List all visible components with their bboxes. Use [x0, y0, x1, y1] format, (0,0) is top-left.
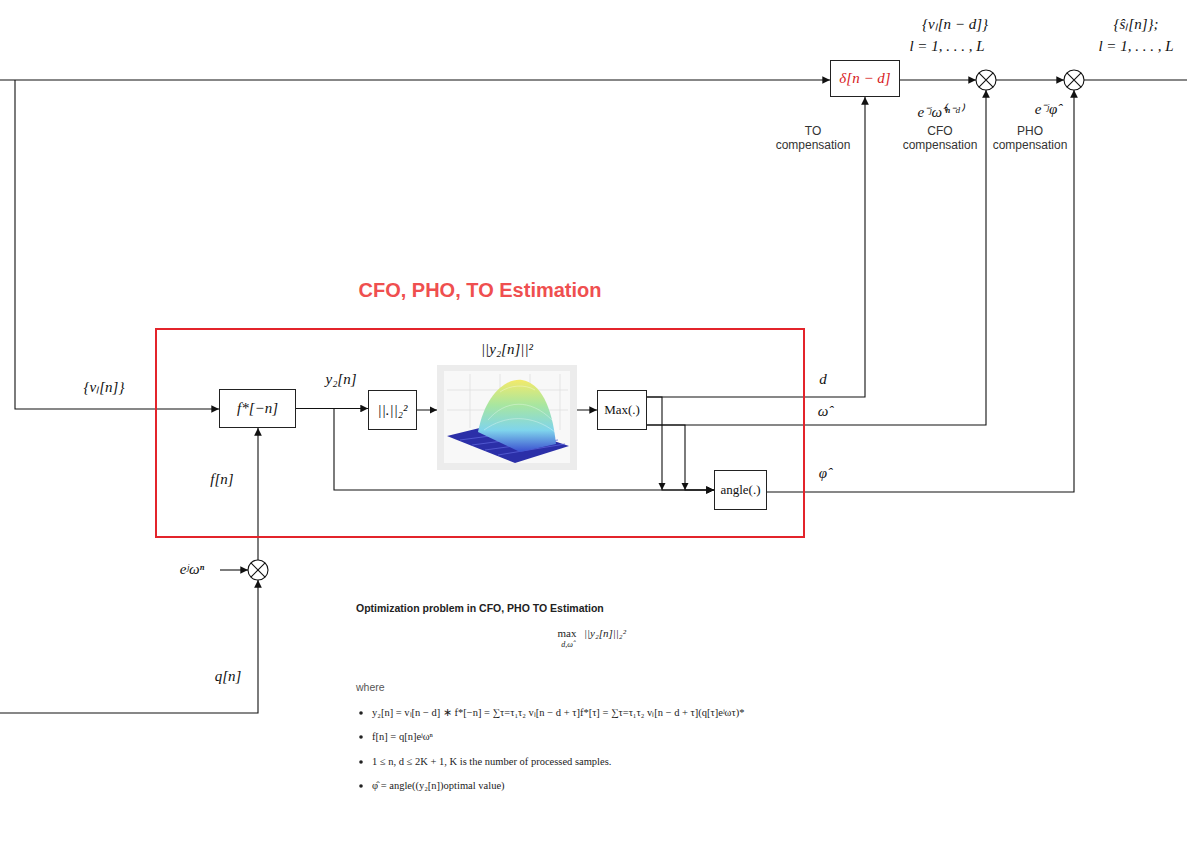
pho-wire [765, 90, 1074, 492]
bullet-dot [359, 735, 363, 739]
compensation-label: PHO compensation [988, 125, 1072, 153]
arrowhead [659, 483, 666, 490]
multiplier-symbol [976, 70, 996, 90]
signal-connector [647, 397, 714, 490]
arrowhead [430, 407, 437, 414]
surface-peak [478, 380, 556, 452]
signal-wire [1084, 79, 1187, 80]
process-box: δ[n − d] [830, 60, 900, 97]
box-text: ||.||₂² [378, 402, 408, 419]
signal-label: φ̂ [819, 465, 827, 482]
index-range: l = 1, . . . , L [909, 38, 984, 55]
signal-wire [0, 79, 830, 80]
signal-label: y₂[n] [323, 372, 358, 387]
process-box: angle(.) [714, 470, 767, 510]
bullet-text: 1 ≤ n, d ≤ 2K + 1, K is the number of pr… [372, 756, 611, 768]
process-box: f*[−n] [219, 389, 296, 428]
bullet-text: f[n] = q[n]eʲωⁿ [372, 731, 433, 743]
box-text: Max(.) [604, 403, 640, 417]
multiplier-symbol [248, 560, 268, 580]
bullet-dot [359, 711, 363, 715]
bullet-dot [359, 784, 363, 788]
math-subscript: d,ω̂ [561, 640, 573, 649]
carrier-wire [220, 569, 248, 570]
signal-label: q[n] [215, 668, 242, 685]
process-box: ||.||₂² [368, 390, 417, 430]
plot-area [444, 371, 570, 463]
math-expression: e⁻ʲω̂⁽ⁿ⁻ᵈ⁾ [917, 104, 962, 121]
signal-connector [647, 425, 714, 490]
bullet-text: y₂[n] = vₗ[n − d] ∗ f*[−n] = ∑τ=τ₁τ₂ vₗ[… [372, 707, 744, 719]
math-expression: ||y₂[n]||² [481, 341, 533, 358]
bullet-text: φ̂ = angle((y₂[n])optimal value) [372, 780, 505, 792]
region-heading: CFO, PHO, TO Estimation [157, 278, 803, 302]
plot-background [437, 365, 577, 470]
note-text: where [356, 681, 385, 693]
multiplier-symbol [1064, 70, 1084, 90]
multiplier-cross [251, 563, 265, 577]
math-expression: ||y₂[n]||₂² [584, 627, 626, 640]
multiplier-cross [979, 73, 993, 87]
multiplier-cross [1067, 73, 1081, 87]
signal-label: eʲωⁿ [180, 561, 204, 578]
box-text: δ[n − d] [839, 70, 890, 87]
estimation-region: CFO, PHO, TO Estimationf*[−n]||.||₂²Max(… [155, 328, 805, 538]
compensation-label: TO compensation [771, 125, 855, 153]
signal-label: ω̂ [818, 404, 829, 419]
compensation-label: CFO compensation [898, 125, 982, 153]
signal-label: d [817, 372, 829, 387]
box-text: angle(.) [720, 483, 760, 497]
pilot-wire [0, 580, 258, 713]
cfo-wire [647, 90, 986, 425]
input-wire [15, 80, 219, 409]
signal-wire [996, 79, 1064, 80]
surface-mesh [484, 386, 555, 432]
process-box: Max(.) [597, 390, 647, 430]
signal-connector [647, 97, 865, 397]
box-text: f*[−n] [237, 400, 278, 417]
math-expression: max [558, 627, 577, 640]
signal-label: {ŝₗ[n]}; [1113, 16, 1158, 33]
math-expression: e⁻ʲφ̂ [1035, 101, 1057, 118]
bullet-dot [359, 760, 363, 764]
signal-wire [900, 79, 976, 80]
signal-label: {vₗ[n − d]} [922, 16, 988, 33]
signal-label: {vₗ[n]} [84, 379, 125, 396]
index-range: l = 1, . . . , L [1098, 38, 1173, 55]
arrowhead [682, 483, 689, 490]
signal-label: f[n] [210, 471, 233, 488]
note-heading: Optimization problem in CFO, PHO TO Esti… [356, 602, 604, 614]
filter-wire [257, 428, 258, 560]
